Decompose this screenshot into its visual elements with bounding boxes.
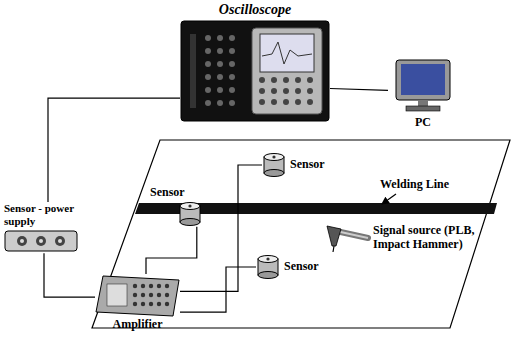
- device-art: [178, 201, 210, 227]
- amplifier-symbol: [95, 274, 180, 318]
- signal-cable: [44, 253, 95, 297]
- sensor-symbol: [262, 152, 286, 178]
- signal-cable: [146, 227, 197, 274]
- device-art: [4, 229, 84, 253]
- device-label: Oscilloscope: [180, 2, 330, 18]
- device-node: Sensor - power supply: [4, 202, 84, 253]
- signal-cable: [180, 165, 262, 291]
- signal-source-pen: [327, 226, 368, 252]
- device-label: PC: [388, 116, 458, 130]
- device-node: Sensor: [150, 186, 210, 227]
- device-node: PC: [388, 58, 458, 130]
- signal-cable: [330, 89, 388, 91]
- device-node: Amplifier: [95, 274, 180, 332]
- pc-symbol: [388, 58, 458, 116]
- annotation-label: Welding Line: [380, 178, 500, 192]
- sensor-symbol: [178, 201, 202, 227]
- device-node: Oscilloscope: [180, 2, 330, 122]
- device-label: Amplifier: [95, 318, 180, 332]
- sensor-symbol: [256, 254, 280, 280]
- annotation-label: Signal source (PLB, Impact Hammer): [373, 224, 513, 252]
- device-label: Sensor - power supply: [4, 202, 84, 227]
- power-supply-symbol: [4, 229, 78, 253]
- device-label: Sensor: [150, 186, 210, 200]
- device-node: Sensor: [262, 152, 334, 178]
- device-art: [262, 152, 286, 178]
- device-art: [388, 58, 458, 116]
- device-node: Sensor: [256, 254, 328, 280]
- leader-line: [382, 194, 396, 204]
- signal-cable: [180, 267, 256, 312]
- oscilloscope-symbol: [180, 20, 330, 122]
- device-label: Sensor: [284, 260, 319, 274]
- device-art: [180, 20, 330, 122]
- device-art: [256, 254, 280, 280]
- device-label: Sensor: [290, 158, 325, 172]
- device-art: [95, 274, 180, 318]
